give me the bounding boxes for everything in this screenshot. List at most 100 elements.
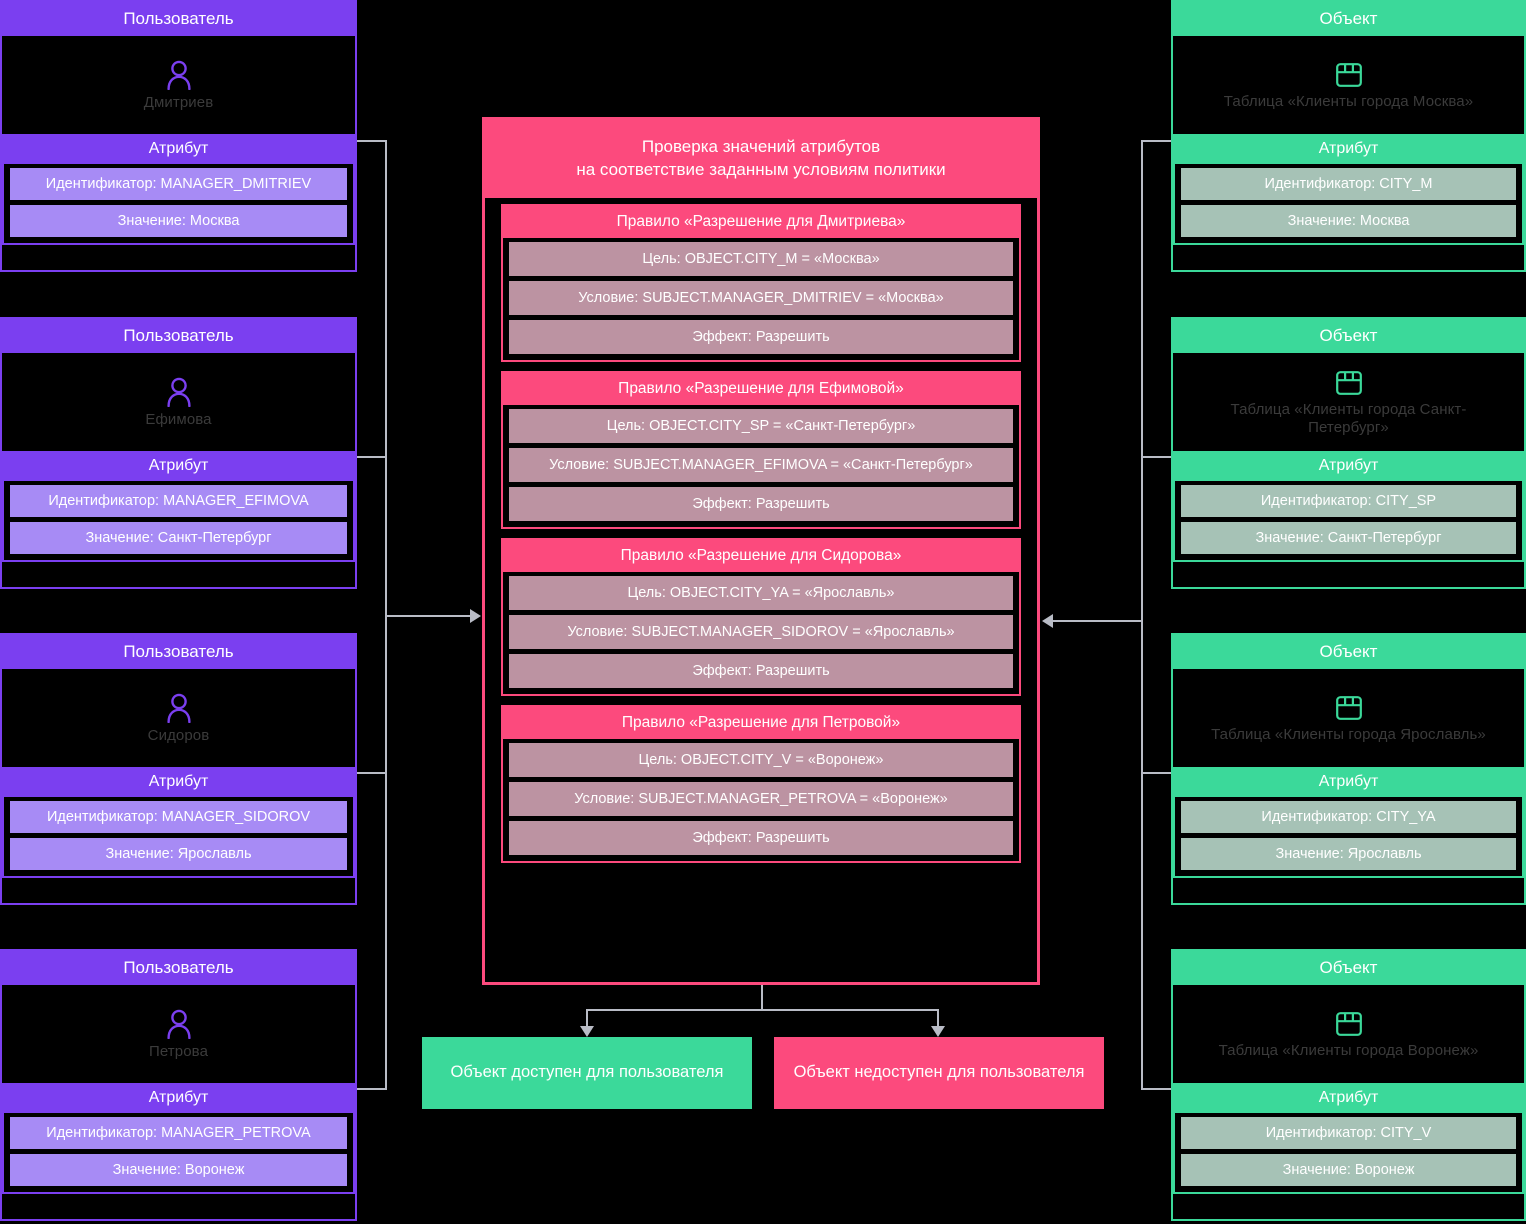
connector-user-2 [357,772,387,774]
rule-title: Правило «Разрешение для Ефимовой» [503,372,1019,405]
connector-to-allow [586,1009,588,1027]
attribute-list: Идентификатор: MANAGER_EFIMOVA Значение:… [2,481,355,563]
connector-users-to-policy [385,615,471,617]
attribute-header: Атрибут [2,451,355,482]
object-name: Таблица «Клиенты города Ярославль» [1211,726,1486,744]
rule-effect[interactable]: Эффект: Разрешить [509,319,1013,354]
arrow-to-deny-icon [931,1026,945,1037]
connector-object-2 [1141,772,1171,774]
connector-object-1 [1141,456,1171,458]
attribute-value[interactable]: Значение: Воронеж [10,1154,347,1187]
arrow-objects-to-policy-icon [1042,614,1053,628]
object-name: Таблица «Клиенты города Воронеж» [1218,1042,1479,1060]
attribute-list: Идентификатор: MANAGER_SIDOROV Значение:… [2,797,355,879]
rule-condition[interactable]: Условие: SUBJECT.MANAGER_DMITRIEV = «Мос… [509,280,1013,315]
object-card-saint-petersburg[interactable]: Объект Таблица «Клиенты города Санкт-Пет… [1171,317,1526,589]
connector-object-0 [1141,140,1171,142]
attribute-header: Атрибут [1173,767,1524,798]
connector-user-0 [357,140,387,142]
rule-target[interactable]: Цель: OBJECT.CITY_YA = «Ярославль» [509,575,1013,610]
outcome-object-not-accessible[interactable]: Объект недоступен для пользователя [774,1037,1104,1109]
policy-rule-efimova[interactable]: Правило «Разрешение для Ефимовой» Цель: … [501,370,1021,529]
attribute-value[interactable]: Значение: Ярославль [10,838,347,871]
object-card-voronezh[interactable]: Объект Таблица «Клиенты города Воронеж» … [1171,949,1526,1221]
user-name: Дмитриев [143,94,214,112]
object-card-header: Объект [1173,319,1524,354]
rule-title: Правило «Разрешение для Дмитриева» [503,205,1019,238]
policy-rule-petrova[interactable]: Правило «Разрешение для Петровой» Цель: … [501,704,1021,863]
outcome-object-accessible[interactable]: Объект доступен для пользователя [422,1037,752,1109]
user-card-petrova[interactable]: Пользователь Петрова Атрибут Идентификат… [0,949,357,1221]
policy-rule-dmitriev[interactable]: Правило «Разрешение для Дмитриева» Цель:… [501,203,1021,362]
user-name: Ефимова [145,411,212,429]
attribute-list: Идентификатор: MANAGER_PETROVA Значение:… [2,1113,355,1195]
rule-target[interactable]: Цель: OBJECT.CITY_M = «Москва» [509,241,1013,276]
arrow-to-allow-icon [580,1026,594,1037]
policy-evaluation-panel: Проверка значений атрибутов на соответст… [482,117,1040,985]
rule-effect[interactable]: Эффект: Разрешить [509,486,1013,521]
object-card-header: Объект [1173,951,1524,986]
rule-title: Правило «Разрешение для Сидорова» [503,539,1019,572]
attribute-header: Атрибут [1173,1083,1524,1114]
object-card-body: Таблица «Клиенты города Санкт-Петербург» [1173,353,1524,452]
connector-object-3 [1141,1088,1171,1090]
attribute-identifier[interactable]: Идентификатор: MANAGER_DMITRIEV [10,168,347,201]
attribute-value[interactable]: Значение: Ярославль [1181,838,1516,871]
table-icon [1335,1010,1363,1038]
object-card-header: Объект [1173,635,1524,670]
policy-rules-list: Правило «Разрешение для Дмитриева» Цель:… [485,198,1037,873]
attribute-identifier[interactable]: Идентификатор: CITY_YA [1181,801,1516,834]
object-name: Таблица «Клиенты города Москва» [1223,93,1474,111]
attribute-header: Атрибут [2,134,355,165]
person-icon [166,693,192,724]
user-card-header: Пользователь [2,951,355,986]
connector-user-3 [357,1088,387,1090]
rule-condition[interactable]: Условие: SUBJECT.MANAGER_SIDOROV = «Ярос… [509,614,1013,649]
rule-details: Цель: OBJECT.CITY_V = «Воронеж» Условие:… [503,738,1019,861]
attribute-value[interactable]: Значение: Воронеж [1181,1154,1516,1187]
rule-details: Цель: OBJECT.CITY_M = «Москва» Условие: … [503,237,1019,360]
table-icon [1335,694,1363,722]
user-name: Петрова [148,1043,209,1061]
attribute-header: Атрибут [1173,451,1524,482]
attribute-identifier[interactable]: Идентификатор: CITY_SP [1181,485,1516,518]
user-card-body: Дмитриев [2,36,355,135]
attribute-list: Идентификатор: CITY_V Значение: Воронеж [1173,1113,1524,1195]
attribute-identifier[interactable]: Идентификатор: CITY_M [1181,168,1516,201]
object-card-moscow[interactable]: Объект Таблица «Клиенты города Москва» А… [1171,0,1526,272]
user-card-sidorov[interactable]: Пользователь Сидоров Атрибут Идентификат… [0,633,357,905]
attribute-value[interactable]: Значение: Москва [1181,205,1516,238]
policy-title-line-2: на соответствие заданным условиям полити… [576,159,946,179]
user-card-header: Пользователь [2,635,355,670]
person-icon [166,377,192,408]
policy-rule-sidorov[interactable]: Правило «Разрешение для Сидорова» Цель: … [501,537,1021,696]
policy-panel-title: Проверка значений атрибутов на соответст… [485,120,1037,198]
user-card-dmitriev[interactable]: Пользователь Дмитриев Атрибут Идентифика… [0,0,357,272]
attribute-identifier[interactable]: Идентификатор: MANAGER_PETROVA [10,1117,347,1150]
connector-object-bus [1141,140,1143,1090]
object-card-yaroslavl[interactable]: Объект Таблица «Клиенты города Ярославль… [1171,633,1526,905]
connector-user-1 [357,456,387,458]
table-icon [1335,61,1363,89]
attribute-identifier[interactable]: Идентификатор: MANAGER_SIDOROV [10,801,347,834]
user-card-header: Пользователь [2,2,355,37]
rule-condition[interactable]: Условие: SUBJECT.MANAGER_PETROVA = «Воро… [509,781,1013,816]
object-card-body: Таблица «Клиенты города Москва» [1173,36,1524,135]
rule-target[interactable]: Цель: OBJECT.CITY_SP = «Санкт-Петербург» [509,408,1013,443]
rule-effect[interactable]: Эффект: Разрешить [509,820,1013,855]
rule-target[interactable]: Цель: OBJECT.CITY_V = «Воронеж» [509,742,1013,777]
person-icon [166,1009,192,1040]
attribute-identifier[interactable]: Идентификатор: MANAGER_EFIMOVA [10,485,347,518]
object-card-header: Объект [1173,2,1524,37]
attribute-identifier[interactable]: Идентификатор: CITY_V [1181,1117,1516,1150]
attribute-value[interactable]: Значение: Санкт-Петербург [10,522,347,555]
user-card-body: Сидоров [2,669,355,768]
rule-effect[interactable]: Эффект: Разрешить [509,653,1013,688]
user-card-body: Ефимова [2,353,355,452]
rule-condition[interactable]: Условие: SUBJECT.MANAGER_EFIMOVA = «Санк… [509,447,1013,482]
attribute-value[interactable]: Значение: Москва [10,205,347,238]
user-card-efimova[interactable]: Пользователь Ефимова Атрибут Идентификат… [0,317,357,589]
attribute-value[interactable]: Значение: Санкт-Петербург [1181,522,1516,555]
rule-details: Цель: OBJECT.CITY_YA = «Ярославль» Услов… [503,571,1019,694]
attribute-list: Идентификатор: CITY_M Значение: Москва [1173,164,1524,246]
